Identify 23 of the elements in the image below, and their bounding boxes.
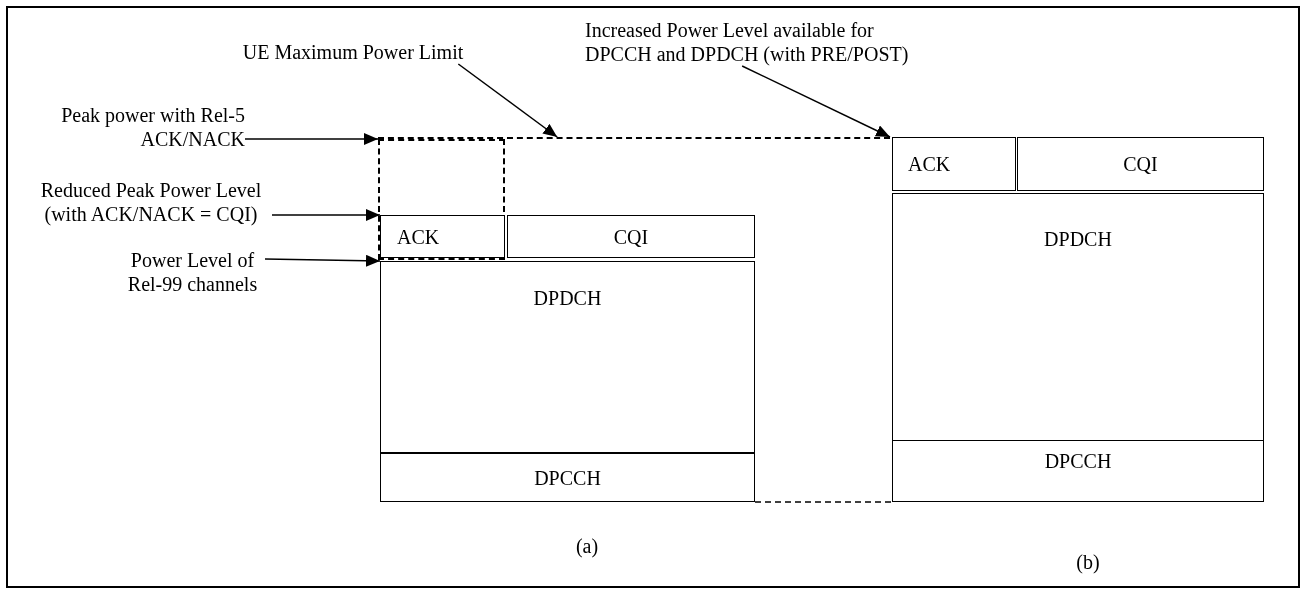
channel-box: DPCCH xyxy=(380,453,755,502)
channel-box: DPCCH xyxy=(892,440,1264,502)
annotation-text: Reduced Peak Power Level (with ACK/NACK = CQI) xyxy=(30,178,272,226)
arrow xyxy=(741,65,891,138)
panel-label: (a) xyxy=(575,534,599,558)
channel-box: CQI xyxy=(1017,137,1264,191)
channel-box: CQI xyxy=(507,215,755,258)
annotation-text: UE Maximum Power Limit xyxy=(236,40,470,64)
channel-box: DPDCH xyxy=(892,193,1264,441)
arrow xyxy=(457,63,558,138)
level-line xyxy=(754,501,893,503)
arrow xyxy=(244,133,379,145)
channel-box: DPDCH xyxy=(380,261,755,453)
panel-label: (b) xyxy=(1076,550,1100,574)
channel-box: ACK xyxy=(380,215,505,258)
dashed-peak-box xyxy=(378,139,505,260)
channel-box: ACK xyxy=(892,137,1016,191)
annotation-text: Peak power with Rel-5 ACK/NACK xyxy=(40,103,245,151)
annotation-text: Increased Power Level available for DPCCH and DPDCH (with PRE/POST) xyxy=(585,18,935,66)
arrow xyxy=(264,254,381,267)
arrow xyxy=(271,209,381,221)
power-limit-line xyxy=(378,137,890,139)
annotation-text: Power Level of Rel-99 channels xyxy=(120,248,265,296)
